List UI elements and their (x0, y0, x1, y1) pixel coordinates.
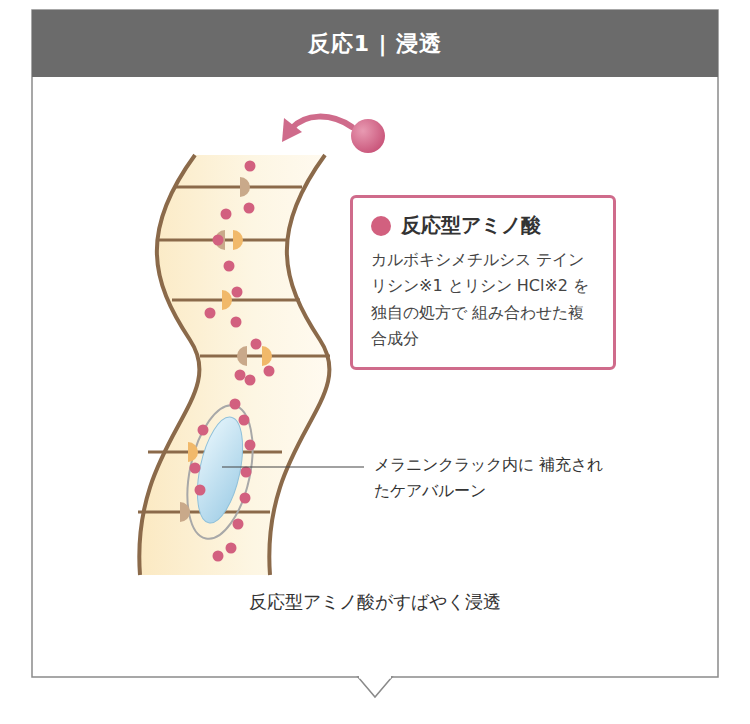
heading-row: 反応型アミノ酸 (371, 212, 599, 239)
amino-dot (233, 519, 244, 530)
amino-dot (205, 308, 216, 319)
amino-dot (264, 366, 275, 377)
panel-frame (32, 10, 718, 677)
strip-edge-right (269, 155, 329, 575)
amino-dot (244, 203, 255, 214)
amino-dot (245, 161, 256, 172)
box-heading: 反応型アミノ酸 (401, 212, 541, 239)
amino-dot (213, 551, 224, 562)
amino-dot (235, 370, 246, 381)
amino-dot (226, 543, 237, 554)
amino-dot (231, 317, 242, 328)
amino-dot (241, 467, 252, 478)
callout-label: メラニンクラック内に 補充されたケアバルーン (374, 452, 614, 505)
amino-dot (224, 261, 235, 272)
amino-dot (251, 339, 262, 350)
care-balloon (189, 413, 251, 527)
amino-dot (232, 287, 243, 298)
amino-receptor (222, 290, 232, 310)
amino-receptor (237, 346, 247, 366)
amino-dot (239, 415, 250, 426)
fiber-rung (175, 186, 302, 189)
pointer-gap (359, 676, 391, 679)
info-box: 反応型アミノ酸カルボキシメチルシス テインリシン※1 とリシン HCl※2 を独… (350, 195, 616, 370)
amino-dot (198, 425, 209, 436)
box-body: カルボキシメチルシス テインリシン※1 とリシン HCl※2 を独自の処方で 組… (371, 247, 599, 353)
amino-receptor (180, 502, 190, 522)
amino-receptor (262, 346, 272, 366)
amino-ball (351, 119, 385, 153)
fiber-rung (172, 299, 300, 302)
amino-receptor (240, 177, 250, 197)
leader-line (222, 466, 364, 467)
entry-arrowhead (282, 118, 302, 142)
amino-receptor (188, 442, 198, 462)
entry-arrow (292, 117, 352, 128)
amino-dot (190, 463, 201, 474)
amino-dot (213, 235, 224, 246)
amino-dot (240, 493, 251, 504)
bullet-dot (371, 216, 391, 236)
balloon-outline (177, 399, 264, 545)
amino-particles (180, 161, 275, 562)
amino-dot (230, 399, 241, 410)
amino-dot (245, 375, 256, 386)
amino-dot (195, 485, 206, 496)
header-bar (32, 10, 718, 77)
amino-dot (245, 440, 256, 451)
panel-pointer (358, 677, 392, 697)
header-title: 反応1 | 浸透 (32, 10, 718, 77)
strip-edge-left (139, 155, 199, 575)
amino-dot (221, 209, 232, 220)
amino-receptor (233, 230, 243, 250)
caption: 反応型アミノ酸がすばやく浸透 (60, 590, 690, 614)
